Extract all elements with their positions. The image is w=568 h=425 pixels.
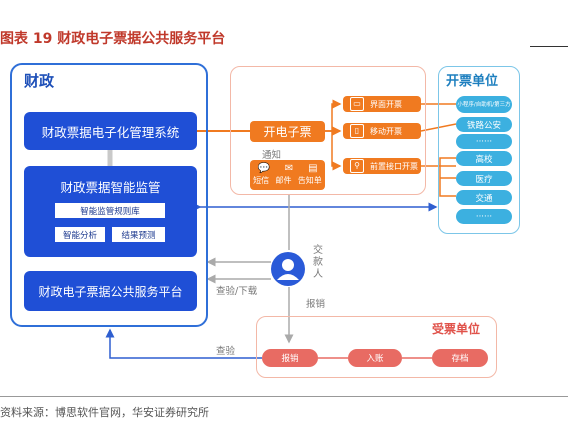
window-icon: ▭ <box>350 97 364 111</box>
issuer-item: 高校 <box>456 151 512 166</box>
smart-supervision-label: 财政票据智能监管 <box>60 180 161 195</box>
notify-label: 通知 <box>262 150 282 161</box>
mail-label: 邮件 <box>275 176 292 185</box>
issuer-item: 医疗 <box>456 171 512 186</box>
api-open-label: 前置接口开票 <box>370 161 418 171</box>
forecast-chip: 结果预测 <box>112 227 165 242</box>
document-icon: ▤ <box>308 163 318 174</box>
figure-title: 图表 19 财政电子票据公共服务平台 <box>0 31 226 47</box>
phone-icon: ▯ <box>350 124 364 138</box>
finance-title: 财政 <box>24 72 55 90</box>
check-download-label: 查验/下载 <box>216 286 258 297</box>
sms-label: 短信 <box>253 176 270 185</box>
finance-panel <box>10 63 208 327</box>
issuer-item: 小程序/自助机/第三方 <box>456 96 512 113</box>
ui-open-button: ▭ 界面开票 <box>343 96 421 112</box>
mobile-open-label: 移动开票 <box>370 126 402 136</box>
reimburse-flow-label: 报销 <box>306 299 326 310</box>
account-pill: 入账 <box>348 349 402 367</box>
title-rule <box>530 46 568 47</box>
invoice-panel <box>230 66 426 195</box>
receiver-title: 受票单位 <box>432 322 481 336</box>
api-to-issuer-line <box>421 157 456 197</box>
chat-icon: 💬 <box>257 163 270 174</box>
mobile-open-button: ▯ 移动开票 <box>343 123 421 139</box>
notify-channels-box: 💬 ✉ ▤ 短信 邮件 告知单 <box>250 160 325 190</box>
user-icon <box>277 259 299 280</box>
mail-icon: ✉ <box>284 163 294 174</box>
platform-box: 财政电子票据公共服务平台 <box>24 271 197 311</box>
receiver-panel <box>256 316 497 378</box>
archive-pill: 存档 <box>432 349 488 367</box>
issuer-title: 开票单位 <box>446 74 499 89</box>
rule-lib-chip: 智能监管规则库 <box>55 203 165 218</box>
figure-source: 资料来源：博思软件官网，华安证券研究所 <box>0 406 209 419</box>
reimburse-pill: 报销 <box>262 349 318 367</box>
invoice-to-api-line <box>325 130 342 171</box>
issuer-item: 铁路公安 <box>456 117 512 132</box>
api-open-button: ⚲ 前置接口开票 <box>343 158 421 174</box>
issuer-item: ······ <box>456 134 512 149</box>
analysis-chip: 智能分析 <box>55 227 105 242</box>
check-label: 查验 <box>216 346 236 357</box>
payer-label: 交款人 <box>313 245 323 280</box>
notice-label: 告知单 <box>297 176 322 185</box>
mgmt-system-box: 财政票据电子化管理系统 <box>24 112 197 150</box>
open-invoice-box: 开电子票 <box>250 121 325 142</box>
issuer-panel <box>438 66 520 234</box>
check-return-arrow <box>105 328 262 359</box>
issuer-item: ······ <box>456 209 512 224</box>
issuer-item: 交通 <box>456 190 512 205</box>
usb-icon: ⚲ <box>350 159 364 173</box>
ui-open-label: 界面开票 <box>370 99 402 109</box>
payer-person-icon <box>271 252 305 286</box>
source-rule <box>0 396 568 397</box>
